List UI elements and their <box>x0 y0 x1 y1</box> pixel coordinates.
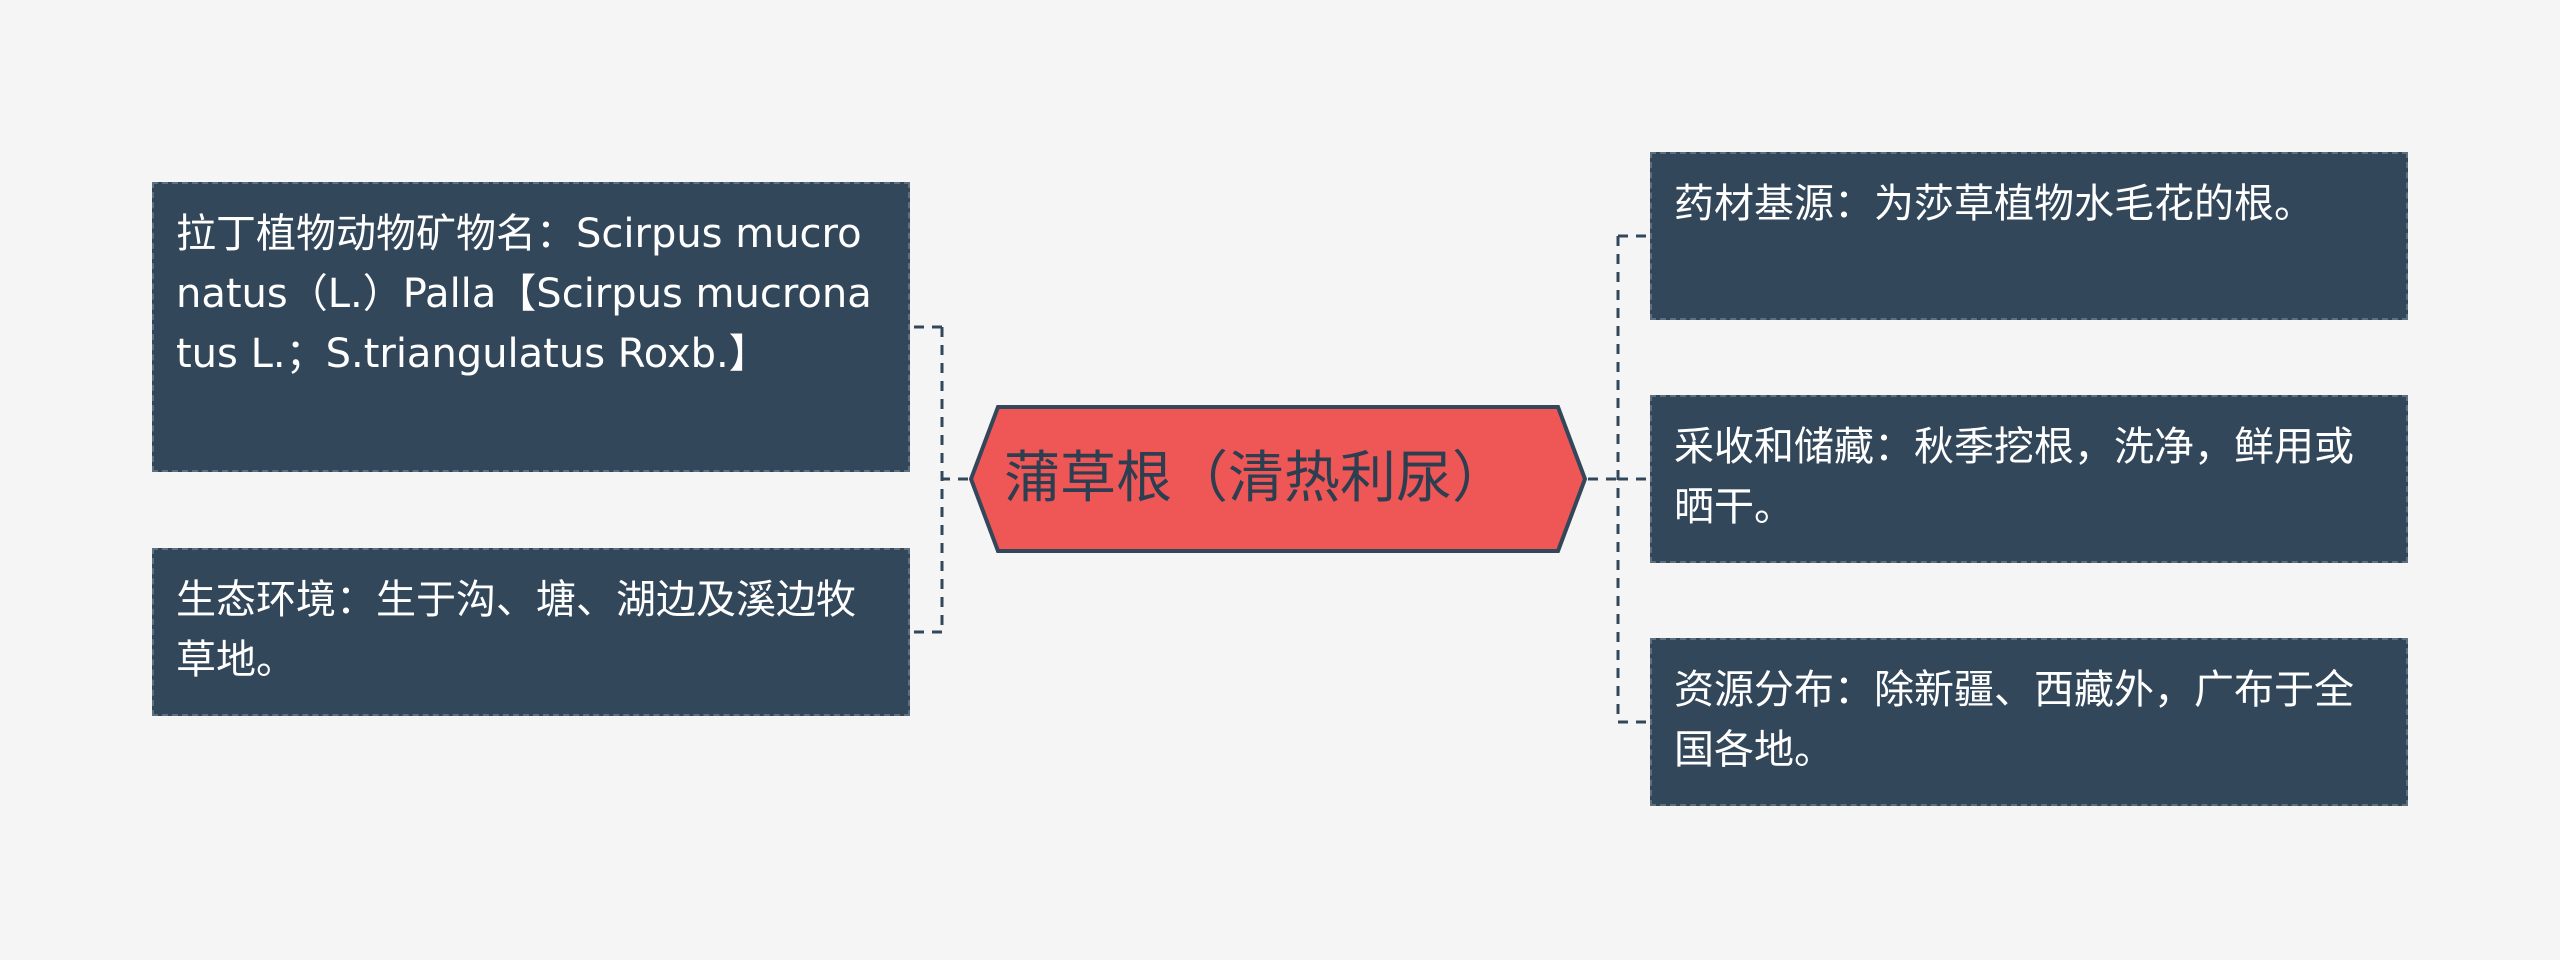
right-node-source[interactable]: 药材基源：为莎草植物水毛花的根。 <box>1650 152 2408 320</box>
right-node-harvest-storage[interactable]: 采收和储藏：秋季挖根，洗净，鲜用或晒干。 <box>1650 395 2408 563</box>
left-node-habitat-text: 生态环境：生于沟、塘、湖边及溪边牧草地。 <box>176 577 856 683</box>
center-topic-label: 蒲草根（清热利尿） <box>1004 446 1508 511</box>
left-node-habitat[interactable]: 生态环境：生于沟、塘、湖边及溪边牧草地。 <box>152 548 910 716</box>
right-node-harvest-storage-text: 采收和储藏：秋季挖根，洗净，鲜用或晒干。 <box>1674 424 2354 530</box>
right-node-distribution-text: 资源分布：除新疆、西藏外，广布于全国各地。 <box>1674 667 2354 773</box>
right-node-source-text: 药材基源：为莎草植物水毛花的根。 <box>1674 181 2314 227</box>
center-topic-node[interactable]: 蒲草根（清热利尿） <box>968 404 1588 554</box>
left-node-latin-name-text: 拉丁植物动物矿物名：Scirpus mucronatus（L.）Palla【Sc… <box>176 211 872 377</box>
right-node-distribution[interactable]: 资源分布：除新疆、西藏外，广布于全国各地。 <box>1650 638 2408 806</box>
left-node-latin-name[interactable]: 拉丁植物动物矿物名：Scirpus mucronatus（L.）Palla【Sc… <box>152 182 910 472</box>
center-hexagon-shape <box>968 405 1588 553</box>
